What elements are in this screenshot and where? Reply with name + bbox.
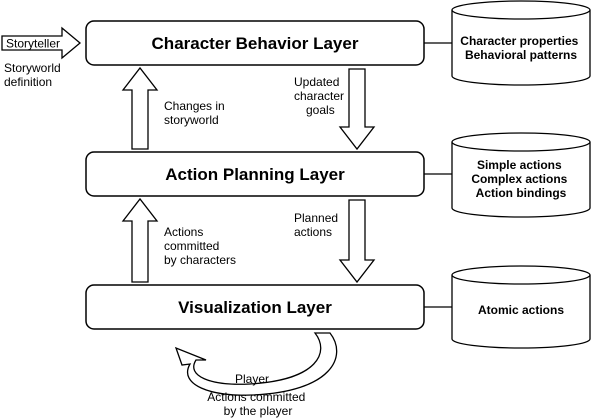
arrow-up-changes xyxy=(121,66,159,150)
player-loop-arrow xyxy=(174,332,338,396)
storyworld-definition-line-2: definition xyxy=(4,75,52,89)
behavior-store-text: Character properties Behavioral patterns xyxy=(460,34,581,62)
behavior-store-line-1: Character properties xyxy=(460,34,578,48)
updated-goals-label: Updated character goals xyxy=(294,75,347,117)
visualization-layer-label: Visualization Layer xyxy=(178,298,332,317)
planning-store-line-1: Simple actions xyxy=(477,158,562,172)
actions-by-characters-line-2: committed xyxy=(164,239,219,253)
player-actions-note: Actions committed by the player xyxy=(207,390,308,418)
character-behavior-layer-label: Character Behavior Layer xyxy=(152,34,359,53)
storyworld-definition-line-1: Storyworld xyxy=(4,61,61,75)
action-planning-layer: Action Planning Layer xyxy=(85,151,425,197)
planning-store-line-2: Complex actions xyxy=(471,172,567,186)
arrow-down-goals xyxy=(338,68,376,151)
character-behavior-layer: Character Behavior Layer xyxy=(85,20,425,66)
planned-actions-label: Planned actions xyxy=(294,211,341,239)
storyteller-label: Storyteller xyxy=(6,37,60,51)
updated-goals-line-3: goals xyxy=(306,103,335,117)
visualization-layer: Visualization Layer xyxy=(85,284,425,330)
actions-by-characters-line-1: Actions xyxy=(164,225,203,239)
behavior-store-line-2: Behavioral patterns xyxy=(465,48,577,62)
player-actions-line-1: Actions committed xyxy=(207,390,305,404)
storyteller-arrow: Storyteller xyxy=(1,26,82,60)
changes-storyworld-line-1: Changes in xyxy=(164,99,225,113)
arrow-down-planned xyxy=(338,199,376,284)
player-actions-line-2: by the player xyxy=(224,404,293,418)
actions-by-characters-line-3: by characters xyxy=(164,253,236,267)
updated-goals-line-1: Updated xyxy=(294,75,339,89)
visualization-data-store: Atomic actions xyxy=(451,265,591,349)
changes-storyworld-line-2: storyworld xyxy=(164,113,219,127)
planning-store-text: Simple actions Complex actions Action bi… xyxy=(471,158,570,200)
behavior-data-store: Character properties Behavioral patterns xyxy=(451,0,591,86)
storyworld-definition-note: Storyworld definition xyxy=(4,61,64,89)
planned-actions-line-2: actions xyxy=(294,225,332,239)
visualization-store-line-1: Atomic actions xyxy=(478,303,564,317)
planned-actions-line-1: Planned xyxy=(294,211,338,225)
action-planning-layer-label: Action Planning Layer xyxy=(165,165,345,184)
updated-goals-line-2: character xyxy=(294,89,344,103)
changes-storyworld-label: Changes in storyworld xyxy=(164,99,228,127)
actions-by-characters-label: Actions committed by characters xyxy=(164,225,236,267)
player-label: Player xyxy=(235,372,269,386)
planning-data-store: Simple actions Complex actions Action bi… xyxy=(451,132,591,218)
arrow-up-committed xyxy=(121,197,159,283)
planning-store-line-3: Action bindings xyxy=(476,186,567,200)
